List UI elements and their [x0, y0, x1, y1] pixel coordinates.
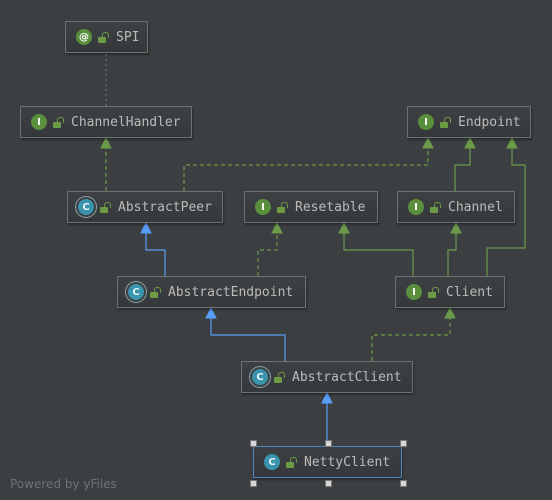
edge-arrowhead	[205, 306, 217, 319]
edge-line	[210, 308, 286, 361]
edge-arrowhead	[100, 136, 112, 149]
lock-icon	[274, 371, 285, 383]
node-label: NettyClient	[304, 454, 391, 470]
selection-handle[interactable]	[324, 440, 332, 447]
lock-icon	[440, 116, 451, 128]
edge-arrowhead	[140, 221, 152, 234]
node-label: Channel	[448, 199, 503, 215]
edge-client-to-endpoint	[486, 136, 526, 276]
edge-abstractclient-to-client	[371, 306, 456, 361]
lock-icon	[150, 286, 161, 298]
class-icon: C	[264, 454, 280, 470]
edge-arrowhead	[422, 136, 434, 149]
node-label: AbstractClient	[292, 369, 402, 385]
edge-line	[257, 223, 278, 276]
edge-arrowhead	[506, 136, 518, 149]
edge-line	[371, 308, 451, 361]
edge-arrowhead	[271, 221, 283, 234]
lock-icon	[428, 286, 439, 298]
node-channel[interactable]: I Channel	[397, 191, 515, 223]
abstract-class-icon: C	[128, 284, 144, 300]
lock-icon	[277, 201, 288, 213]
interface-icon: I	[408, 199, 424, 215]
node-nettyclient[interactable]: C NettyClient	[253, 446, 402, 478]
selection-handle[interactable]	[400, 480, 407, 487]
edge-arrowhead	[321, 391, 333, 404]
edge-abstractpeer-to-endpoint	[183, 136, 434, 191]
node-spi[interactable]: @ SPI	[65, 21, 148, 53]
edge-line	[183, 138, 429, 191]
node-abstractendpoint[interactable]: C AbstractEndpoint	[117, 276, 306, 308]
edge-abstractclient-to-abstractendpoint	[205, 306, 286, 361]
edge-arrowhead	[450, 221, 462, 234]
lock-icon	[98, 31, 109, 43]
edge-arrowhead	[444, 306, 456, 319]
node-label: Client	[446, 284, 493, 300]
edge-line	[145, 223, 166, 276]
node-label: SPI	[116, 29, 140, 45]
node-label: Resetable	[295, 199, 366, 215]
interface-icon: I	[31, 114, 47, 130]
node-label: AbstractPeer	[118, 199, 212, 215]
lock-icon	[286, 456, 297, 468]
edge-nettyclient-to-abstractclient	[321, 391, 333, 446]
watermark: Powered by yFiles	[10, 477, 117, 491]
selection-handle[interactable]	[250, 440, 257, 447]
node-endpoint[interactable]: I Endpoint	[407, 106, 531, 138]
interface-icon: I	[406, 284, 422, 300]
edge-line	[447, 223, 457, 276]
node-label: AbstractEndpoint	[168, 284, 294, 300]
edge-client-to-channel	[447, 221, 462, 276]
node-label: Endpoint	[458, 114, 521, 130]
edge-abstractpeer-to-channelhandler	[100, 136, 112, 191]
edge-client-to-resetable	[338, 221, 414, 276]
edge-line	[343, 223, 414, 276]
lock-icon	[100, 201, 111, 213]
node-resetable[interactable]: I Resetable	[244, 191, 378, 223]
edge-abstractendpoint-to-abstractpeer	[140, 221, 166, 276]
selection-handle[interactable]	[324, 480, 332, 487]
edge-channel-to-endpoint	[454, 136, 476, 191]
node-label: ChannelHandler	[71, 114, 181, 130]
edge-arrowhead	[338, 221, 350, 234]
node-channelhandler[interactable]: I ChannelHandler	[20, 106, 192, 138]
selection-handle[interactable]	[250, 480, 257, 487]
lock-icon	[53, 116, 64, 128]
edge-abstractendpoint-to-resetable	[257, 221, 283, 276]
edge-line	[454, 138, 471, 191]
node-abstractclient[interactable]: C AbstractClient	[241, 361, 413, 393]
node-abstractpeer[interactable]: C AbstractPeer	[67, 191, 223, 223]
lock-icon	[430, 201, 441, 213]
abstract-class-icon: C	[78, 199, 94, 215]
node-client[interactable]: I Client	[395, 276, 505, 308]
abstract-class-icon: C	[252, 369, 268, 385]
annotation-icon: @	[76, 29, 92, 45]
edge-line	[486, 138, 526, 276]
interface-icon: I	[418, 114, 434, 130]
selection-handle[interactable]	[400, 440, 407, 447]
edge-arrowhead	[464, 136, 476, 149]
interface-icon: I	[255, 199, 271, 215]
